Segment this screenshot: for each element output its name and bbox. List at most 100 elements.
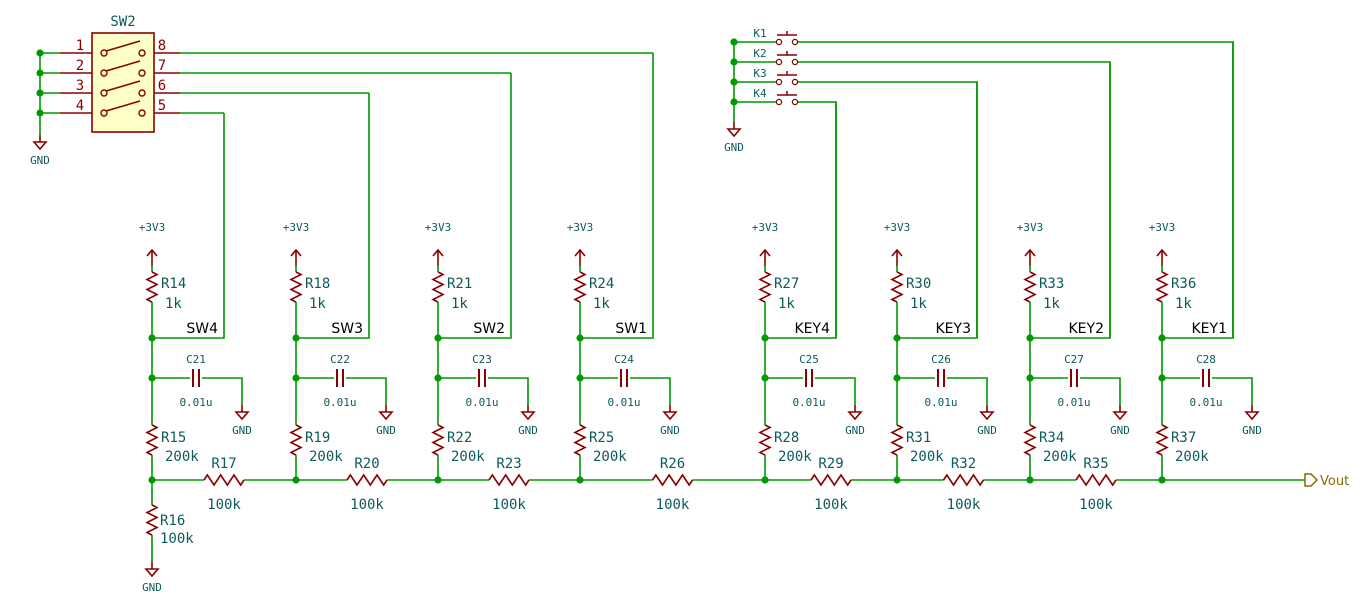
cap-value: 0.01u <box>924 396 957 409</box>
dip-lever <box>105 100 141 112</box>
net-wire <box>897 82 978 339</box>
series-value: 100k <box>814 497 848 513</box>
net-label: KEY2 <box>1069 321 1105 337</box>
output-port <box>1304 473 1319 487</box>
dip-pin-number: 3 <box>76 78 84 94</box>
series-value: 100k <box>350 497 384 513</box>
components-layer <box>32 31 1319 578</box>
vcc-label: +3V3 <box>884 221 911 234</box>
key-ref: K2 <box>753 47 766 60</box>
pullup-ref: R33 <box>1039 276 1064 292</box>
vcc-label: +3V3 <box>752 221 779 234</box>
pullup-value: 1k <box>451 296 468 312</box>
series-value: 100k <box>492 497 526 513</box>
wire <box>1212 377 1253 405</box>
pullup-value: 1k <box>593 296 610 312</box>
vcc-label: +3V3 <box>139 221 166 234</box>
cap-ref: C22 <box>330 353 350 366</box>
key-ref: K1 <box>753 27 766 40</box>
pullup-ref: R14 <box>161 276 186 292</box>
pullup-resistor <box>1155 271 1169 303</box>
wire <box>947 377 988 405</box>
series-ref: R32 <box>951 456 976 472</box>
vcc-label: +3V3 <box>283 221 310 234</box>
key-net-wire <box>798 81 978 338</box>
series-ref: R17 <box>211 456 236 472</box>
divider-value: 200k <box>593 449 627 465</box>
output-label: Vout <box>1320 474 1349 489</box>
key-ref: K4 <box>753 87 767 100</box>
divider-value: 200k <box>778 449 812 465</box>
series-resistor <box>346 473 388 487</box>
gnd-label: GND <box>660 424 680 437</box>
gnd-label: GND <box>376 424 396 437</box>
net-wire <box>152 113 225 339</box>
divider-resistor <box>573 424 587 456</box>
cap-gnd <box>979 411 995 421</box>
cap-value: 0.01u <box>607 396 640 409</box>
cap-gnd <box>847 411 863 421</box>
dip-lever <box>105 80 141 92</box>
net-label: SW1 <box>615 321 647 337</box>
pullup-ref: R21 <box>447 276 472 292</box>
pullup-value: 1k <box>1043 296 1060 312</box>
vcc-label: +3V3 <box>1017 221 1044 234</box>
dip-lever <box>105 60 141 72</box>
divider-ref: R15 <box>161 430 186 446</box>
net-label: SW4 <box>186 321 218 337</box>
dip-contact <box>100 69 108 77</box>
wires-layer <box>36 38 1305 562</box>
pullup-ref: R18 <box>305 276 330 292</box>
divider-value: 200k <box>309 449 343 465</box>
gnd-label: GND <box>724 141 744 154</box>
divider-resistor <box>758 424 772 456</box>
key-net-wire <box>798 61 1111 338</box>
junction-dot <box>730 78 738 86</box>
net-wire <box>438 73 512 339</box>
divider-value: 200k <box>1043 449 1077 465</box>
pullup-value: 1k <box>910 296 927 312</box>
key-ref: K3 <box>753 67 766 80</box>
pullup-ref: R36 <box>1171 276 1196 292</box>
key-net-wire <box>798 101 837 338</box>
bottom-resistor-ref: R16 <box>160 513 185 529</box>
divider-resistor <box>890 424 904 456</box>
wire <box>488 377 529 405</box>
dip-lever <box>105 40 141 52</box>
cap-ref: C26 <box>931 353 951 366</box>
cap-value: 0.01u <box>1057 396 1090 409</box>
vcc-symbol <box>759 248 771 257</box>
net-wire <box>1162 42 1234 339</box>
divider-ref: R31 <box>906 430 931 446</box>
key-gnd <box>726 128 742 138</box>
divider-ref: R37 <box>1171 430 1196 446</box>
gnd-label: GND <box>1242 424 1262 437</box>
divider-ref: R19 <box>305 430 330 446</box>
pullup-value: 1k <box>165 296 182 312</box>
wire <box>1080 377 1121 405</box>
dip-pin-number: 6 <box>158 78 166 94</box>
dip-gnd <box>32 141 48 151</box>
dip-contact <box>100 49 108 57</box>
cap-gnd <box>234 411 250 421</box>
pullup-resistor <box>431 271 445 303</box>
cap-gnd <box>378 411 394 421</box>
gnd-label: GND <box>1110 424 1130 437</box>
pullup-value: 1k <box>309 296 326 312</box>
dip-contact <box>138 69 146 77</box>
pullup-ref: R30 <box>906 276 931 292</box>
series-value: 100k <box>1079 497 1113 513</box>
key-contact <box>775 58 783 66</box>
divider-ref: R25 <box>589 430 614 446</box>
dip-contact <box>100 89 108 97</box>
vcc-symbol <box>1024 248 1036 257</box>
dip-pin-number: 8 <box>158 38 166 54</box>
series-ref: R20 <box>354 456 379 472</box>
gnd-label: GND <box>232 424 252 437</box>
divider-value: 200k <box>1175 449 1209 465</box>
cap-ref: C21 <box>186 353 206 366</box>
series-resistor <box>942 473 985 487</box>
key-contact <box>791 58 799 66</box>
wire <box>815 377 856 405</box>
